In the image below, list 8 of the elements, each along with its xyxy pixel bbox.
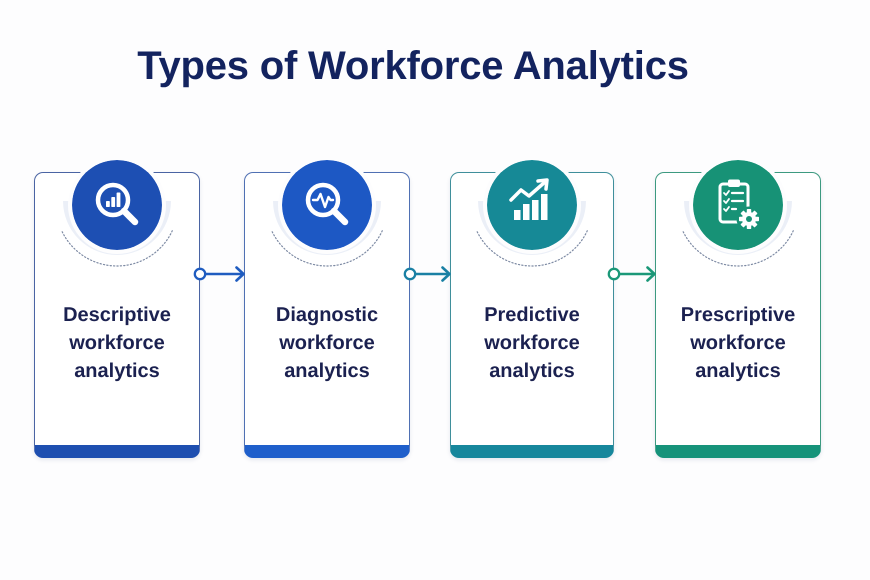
card-title: Predictive workforce analytics <box>483 303 581 384</box>
arrow <box>404 266 451 282</box>
arrow <box>608 266 656 282</box>
page-title: Types of Workforce Analytics <box>136 43 690 90</box>
card-title: Prescriptive workforce analytics <box>680 303 796 384</box>
arrow <box>194 266 245 282</box>
card-title: Diagnostic workforce analytics <box>274 303 380 384</box>
card-title: Descriptive workforce analytics <box>62 303 172 384</box>
